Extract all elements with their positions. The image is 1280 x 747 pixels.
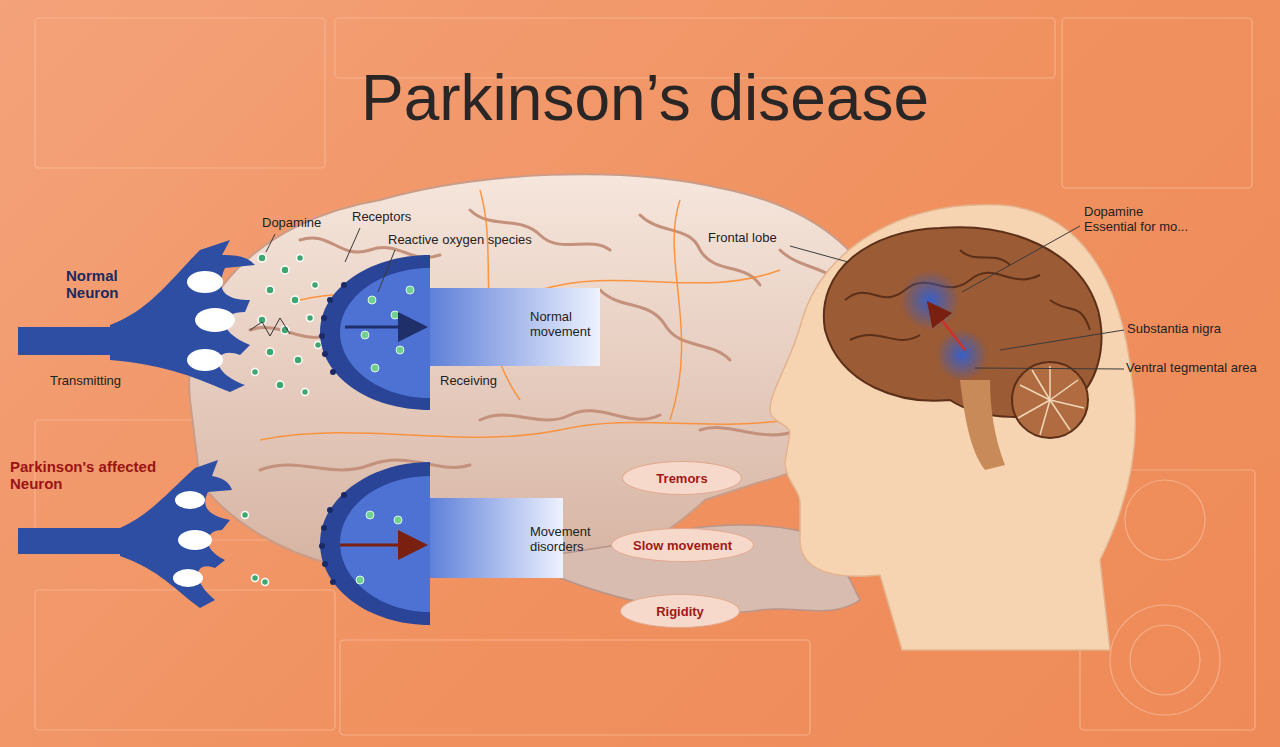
symptom-text: Rigidity — [656, 604, 704, 619]
neuron-label: Normal Neuron — [66, 267, 138, 302]
symptom-oval: Slow movement — [611, 528, 754, 562]
symptom-oval: Tremors — [622, 461, 742, 495]
symptom-text: Tremors — [656, 471, 707, 486]
neuron-label: Parkinson's affected Neuron — [10, 458, 180, 493]
part-label: Receptors — [352, 210, 411, 225]
role-label: Receiving — [440, 374, 497, 389]
region-label: Ventral tegmental area — [1126, 361, 1257, 376]
symptom-text: Slow movement — [633, 538, 732, 553]
outcome-label: Normal movement — [530, 310, 598, 340]
symptom-oval: Rigidity — [620, 594, 740, 628]
substance-label: Dopamine — [262, 216, 321, 231]
part-label: Reactive oxygen species — [388, 233, 532, 248]
outcome-label: Movement disorders — [530, 525, 604, 555]
region-label: Substantia nigra — [1127, 322, 1221, 337]
diagram-title: Parkinson’s disease — [361, 62, 929, 136]
region-label: Dopamine Essential for mo... — [1084, 205, 1196, 235]
region-label: Frontal lobe — [708, 231, 777, 246]
role-label: Transmitting — [50, 374, 121, 389]
